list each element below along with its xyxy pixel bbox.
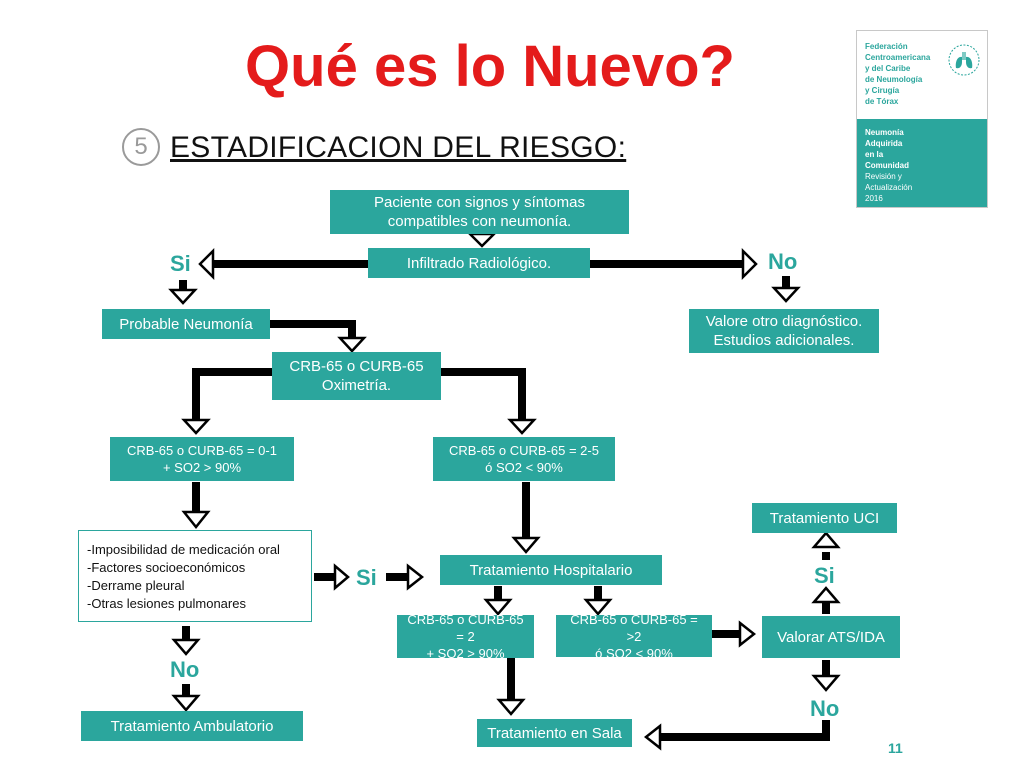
high-risk-box: CRB-65 o CURB-65 = 2-5 ó SO2 < 90% [433, 437, 615, 481]
lungs-emblem-icon [948, 44, 980, 76]
si-label-uci: Si [814, 563, 835, 588]
ward-treatment-box: Tratamiento en Sala [477, 719, 632, 747]
probable-pneumonia-box: Probable Neumonía [102, 309, 270, 339]
condition-item: -Otras lesiones pulmonares [87, 596, 246, 611]
no-label-left: No [170, 657, 200, 682]
slide-title: Qué es lo Nuevo? [245, 34, 735, 99]
si-label-middle: Si [356, 565, 377, 590]
infiltrate-box: Infiltrado Radiológico. [368, 248, 590, 278]
ats-ida-box: Valorar ATS/IDA [762, 616, 900, 658]
hospital-low-risk-box: CRB-65 o CURB-65 = 2 + SO2 > 90% [397, 612, 534, 661]
guideline-logo: Federación Centroamericana y del Caribe … [856, 30, 988, 208]
step-number-badge: 5 [122, 128, 160, 166]
si-label-left: Si [170, 251, 191, 276]
no-label-right: No [768, 249, 798, 274]
page-number: 11 [888, 740, 903, 756]
patient-box: Paciente con signos y síntomas compatibl… [330, 190, 629, 234]
ambulatory-treatment-box: Tratamiento Ambulatorio [81, 711, 303, 741]
condition-item: -Factores socioeconómicos [87, 560, 246, 575]
logo-document-panel: Neumonía Adquirida en la Comunidad Revis… [857, 119, 987, 207]
condition-item: -Imposibilidad de medicación oral [87, 542, 280, 557]
logo-org-name: Federación Centroamericana y del Caribe … [865, 42, 931, 106]
condition-item: -Derrame pleural [87, 578, 185, 593]
icu-treatment-box: Tratamiento UCI [752, 503, 897, 533]
hospital-high-risk-box: CRB-65 o CURB-65 = >2 ó SO2 < 90% [556, 612, 712, 661]
section-heading: ESTADIFICACION DEL RIESGO: [170, 131, 627, 164]
other-diagnosis-box: Valore otro diagnóstico. Estudios adicio… [689, 309, 879, 353]
hospital-treatment-box: Tratamiento Hospitalario [440, 555, 662, 585]
crb-oximetry-box: CRB-65 o CURB-65 Oximetría. [272, 352, 441, 400]
logo-doc-title: Neumonía Adquirida en la Comunidad [865, 128, 909, 170]
conditions-box: -Imposibilidad de medicación oral -Facto… [78, 530, 312, 622]
no-label-ats: No [810, 696, 840, 721]
logo-doc-subtitle: Revisión y Actualización 2016 [865, 172, 913, 203]
low-risk-box: CRB-65 o CURB-65 = 0-1 + SO2 > 90% [110, 437, 294, 481]
